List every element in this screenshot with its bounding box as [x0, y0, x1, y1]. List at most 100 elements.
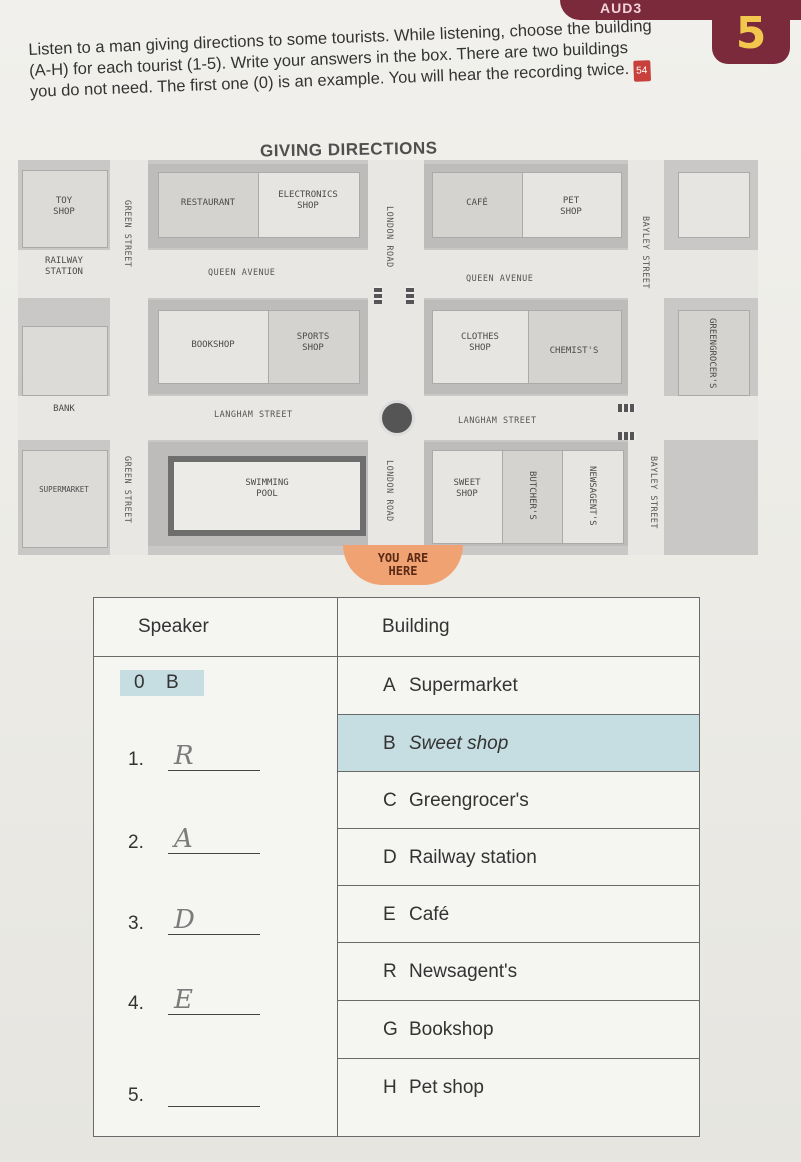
building-row: R Newsagent's	[338, 943, 699, 1000]
greengrocers-building	[678, 310, 750, 396]
electronics-shop-building	[258, 172, 360, 238]
example-number: 0	[134, 672, 145, 693]
building-letter: E	[383, 903, 396, 925]
cafe-label: CAFÉ	[466, 198, 488, 208]
swimming-pool-label: SWIMMING POOL	[245, 478, 289, 499]
green-street-label-top: GREEN STREET	[122, 200, 132, 268]
pet-shop-label: PET SHOP	[560, 196, 582, 217]
restaurant-building	[158, 172, 260, 238]
answer-blank[interactable]: D	[168, 906, 260, 935]
speaker-number: 5.	[128, 1085, 144, 1106]
chemists-label: CHEMIST'S	[549, 346, 599, 356]
audio-track-icon: 54	[632, 60, 651, 82]
sweet-shop-label: SWEET SHOP	[453, 478, 481, 499]
handwritten-answer: A	[174, 824, 193, 854]
building-name: Railway station	[409, 846, 537, 868]
restaurant-label: RESTAURANT	[180, 198, 236, 208]
handwritten-answer: D	[174, 905, 195, 935]
langham-street-label-right: LANGHAM STREET	[458, 416, 537, 426]
roundabout	[379, 400, 415, 436]
handwritten-answer: R	[174, 741, 194, 771]
building-name: Supermarket	[409, 674, 518, 696]
you-are-here-marker: YOU ARE HERE	[343, 545, 463, 585]
building-row: D Railway station	[338, 829, 699, 886]
building-letter: R	[383, 960, 397, 982]
newsagents-building	[562, 450, 624, 544]
unit-number-badge: 5	[712, 2, 790, 64]
sports-shop-label: SPORTS SHOP	[296, 332, 330, 353]
building-name: Newsagent's	[409, 960, 518, 982]
handwritten-answer: E	[174, 985, 193, 1015]
example-letter: B	[166, 672, 179, 693]
building-row: A Supermarket	[338, 657, 699, 714]
building-name: Sweet shop	[409, 732, 509, 754]
top-band-text: AUD3	[600, 0, 643, 16]
speaker-number: 1.	[128, 749, 144, 770]
building-letter: A	[383, 674, 396, 696]
header-divider	[94, 656, 699, 657]
toy-shop-label: TOY SHOP	[53, 196, 75, 217]
butchers-label: BUTCHER'S	[527, 470, 537, 520]
railway-station-label: RAILWAY STATION	[45, 256, 83, 277]
map-title: GIVING DIRECTIONS	[259, 138, 438, 161]
answer-blank[interactable]: A	[168, 825, 260, 854]
bank-label: BANK	[53, 404, 75, 414]
greengrocers-label: GREENGROCER'S	[707, 317, 717, 389]
building-letter: D	[383, 846, 397, 868]
swimming-pool-building	[168, 456, 366, 536]
queen-avenue-label-right: QUEEN AVENUE	[466, 274, 534, 284]
row-divider	[338, 942, 699, 943]
london-road-label-top: LONDON ROAD	[384, 206, 394, 268]
langham-street-label-left: LANGHAM STREET	[214, 410, 293, 420]
building-row: G Bookshop	[338, 1001, 699, 1058]
speaker-number: 3.	[128, 913, 144, 934]
building-letter: G	[383, 1018, 398, 1040]
row-divider	[338, 1058, 699, 1059]
cafe-building	[432, 172, 524, 238]
building-name: Bookshop	[409, 1018, 494, 1040]
column-divider	[337, 598, 338, 1136]
speaker-number: 2.	[128, 832, 144, 853]
london-road-label-bottom: LONDON ROAD	[384, 460, 394, 522]
pedestrian-crossing-1	[374, 286, 382, 304]
speaker-column-header: Speaker	[138, 616, 209, 637]
bank-building	[22, 326, 108, 396]
speaker-answer-row: 1. R	[128, 742, 260, 771]
building-letter: B	[383, 732, 396, 754]
bayley-street-road	[628, 160, 664, 555]
building-name: Greengrocer's	[409, 789, 529, 811]
speaker-answer-row: 4.E	[128, 986, 260, 1015]
corner-building-top-right	[678, 172, 750, 238]
pedestrian-crossing-3	[618, 404, 636, 412]
speaker-answer-row: 3. D	[128, 906, 260, 935]
answer-blank[interactable]	[168, 1084, 260, 1107]
supermarket-label: SUPERMARKET	[39, 485, 89, 494]
you-are-here-line-2: HERE	[388, 564, 418, 578]
queen-avenue-label-left: QUEEN AVENUE	[208, 268, 276, 278]
building-letter: H	[383, 1076, 397, 1098]
newsagents-label: NEWSAGENT'S	[587, 466, 597, 526]
building-name: Pet shop	[409, 1076, 484, 1098]
street-map: RESTAURANT ELECTRONICS SHOP CAFÉ PET SHO…	[18, 160, 758, 555]
bookshop-building	[158, 310, 270, 384]
clothes-shop-label: CLOTHES SHOP	[461, 332, 499, 353]
sweet-shop-building	[432, 450, 504, 544]
bayley-street-label-top: BAYLEY STREET	[640, 216, 650, 290]
electronics-shop-label: ELECTRONICS SHOP	[278, 190, 338, 211]
building-row-highlighted: B Sweet shop	[338, 715, 699, 772]
supermarket-building	[22, 450, 108, 548]
speaker-answer-row: 2. A	[128, 825, 260, 854]
you-are-here-line-1: YOU ARE	[377, 551, 429, 565]
bayley-street-label-bottom: BAYLEY STREET	[648, 456, 658, 530]
answer-blank[interactable]: R	[168, 742, 260, 771]
pedestrian-crossing-4	[618, 432, 636, 440]
answer-blank[interactable]: E	[168, 986, 260, 1015]
building-name: Café	[409, 903, 450, 925]
toy-shop-building	[22, 170, 108, 248]
pedestrian-crossing-2	[406, 286, 414, 304]
sports-shop-building	[268, 310, 360, 384]
row-divider	[338, 714, 699, 715]
